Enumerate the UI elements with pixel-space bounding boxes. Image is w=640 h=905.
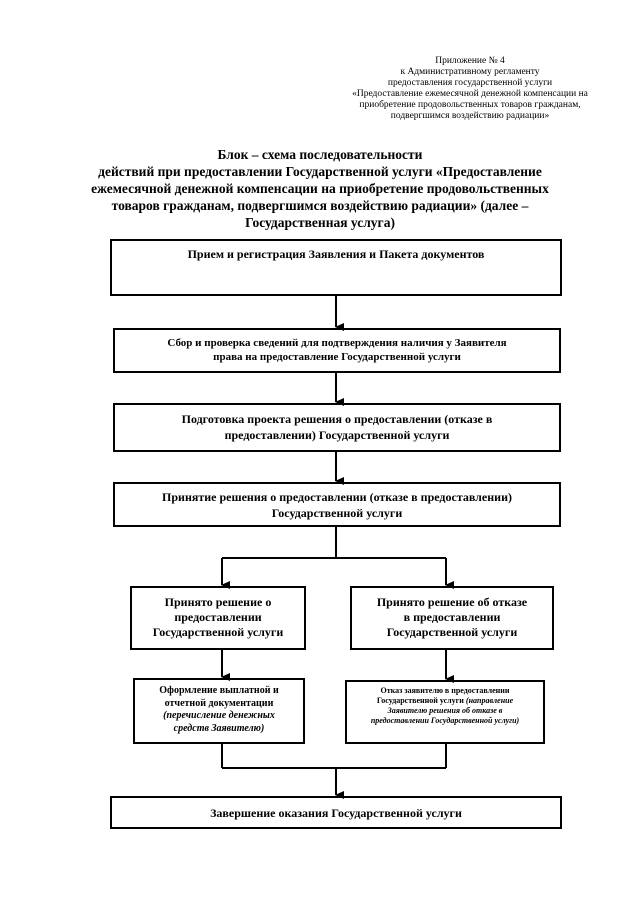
title-line: Блок – схема последовательности (217, 147, 423, 162)
step-note: (направление (465, 696, 514, 705)
step-text-row: Государственной услуги (направление (347, 696, 543, 706)
step-text: Оформление выплатной и (159, 685, 279, 696)
step-text: Сбор и проверка сведений для подтвержден… (167, 337, 507, 349)
step-text: Прием и регистрация Заявления и Пакета д… (187, 247, 485, 261)
step-draft-box: Подготовка проекта решения о предоставле… (113, 403, 561, 452)
step-text: Государственной услуги (152, 625, 284, 639)
step-text: предоставлении (174, 610, 262, 624)
step-text: Государственной услуги (271, 506, 403, 520)
step-text: предоставлении) Государственной услуги (224, 428, 450, 442)
step-text: Отказ заявителю в предоставлении (380, 686, 510, 695)
step-text: Завершение оказания Государственной услу… (210, 806, 462, 820)
appendix-line: к Административному регламенту (400, 67, 540, 77)
step-text: Принятие решения о предоставлении (отказ… (162, 490, 512, 504)
step-note: предоставлении Государственной услуги) (370, 716, 520, 725)
appendix-line: «Предоставление ежемесячной денежной ком… (352, 89, 588, 99)
appendix-line: Приложение № 4 (435, 56, 505, 66)
title-line: товаров гражданам, подвергшимся воздейст… (111, 198, 529, 213)
step-reception-box: Прием и регистрация Заявления и Пакета д… (110, 239, 562, 296)
step-verification-box: Сбор и проверка сведений для подтвержден… (113, 328, 561, 373)
step-note: средств Заявителю) (173, 722, 265, 734)
step-payment-box: Оформление выплатной и отчетной документ… (133, 678, 305, 744)
step-refusal-notice-box: Отказ заявителю в предоставлении Государ… (345, 680, 545, 744)
diagram-title: Блок – схема последовательности действий… (60, 146, 580, 231)
title-line: Государственная услуга) (245, 215, 395, 230)
appendix-line: приобретение продовольственных товаров г… (359, 100, 581, 110)
step-text: Государственной услуги (386, 625, 518, 639)
step-text: Принято решение о (164, 595, 272, 609)
step-text: Государственной услуги (376, 696, 466, 705)
step-note: Заявителю решения об отказе в (387, 706, 503, 715)
step-decision-box: Принятие решения о предоставлении (отказ… (113, 482, 561, 527)
step-text: Принято решение об отказе (376, 595, 528, 609)
step-text: в предоставлении (403, 610, 501, 624)
step-approved-box: Принято решение о предоставлении Государ… (130, 586, 306, 650)
title-line: действий при предоставлении Государствен… (98, 164, 542, 179)
appendix-header: Приложение № 4 к Административному регла… (335, 56, 605, 122)
step-text: отчетной документации (164, 697, 274, 709)
step-note: (перечисление денежных (163, 710, 275, 721)
step-completion-box: Завершение оказания Государственной услу… (110, 796, 562, 829)
step-refused-box: Принято решение об отказе в предоставлен… (350, 586, 554, 650)
appendix-line: подвергшимся воздействию радиации» (390, 111, 550, 121)
step-text: права на предоставление Государственной … (213, 351, 461, 363)
appendix-line: предоставления государственной услуги (387, 78, 553, 88)
title-line: ежемесячной денежной компенсации на прио… (91, 181, 549, 196)
step-text: Подготовка проекта решения о предоставле… (181, 412, 493, 426)
